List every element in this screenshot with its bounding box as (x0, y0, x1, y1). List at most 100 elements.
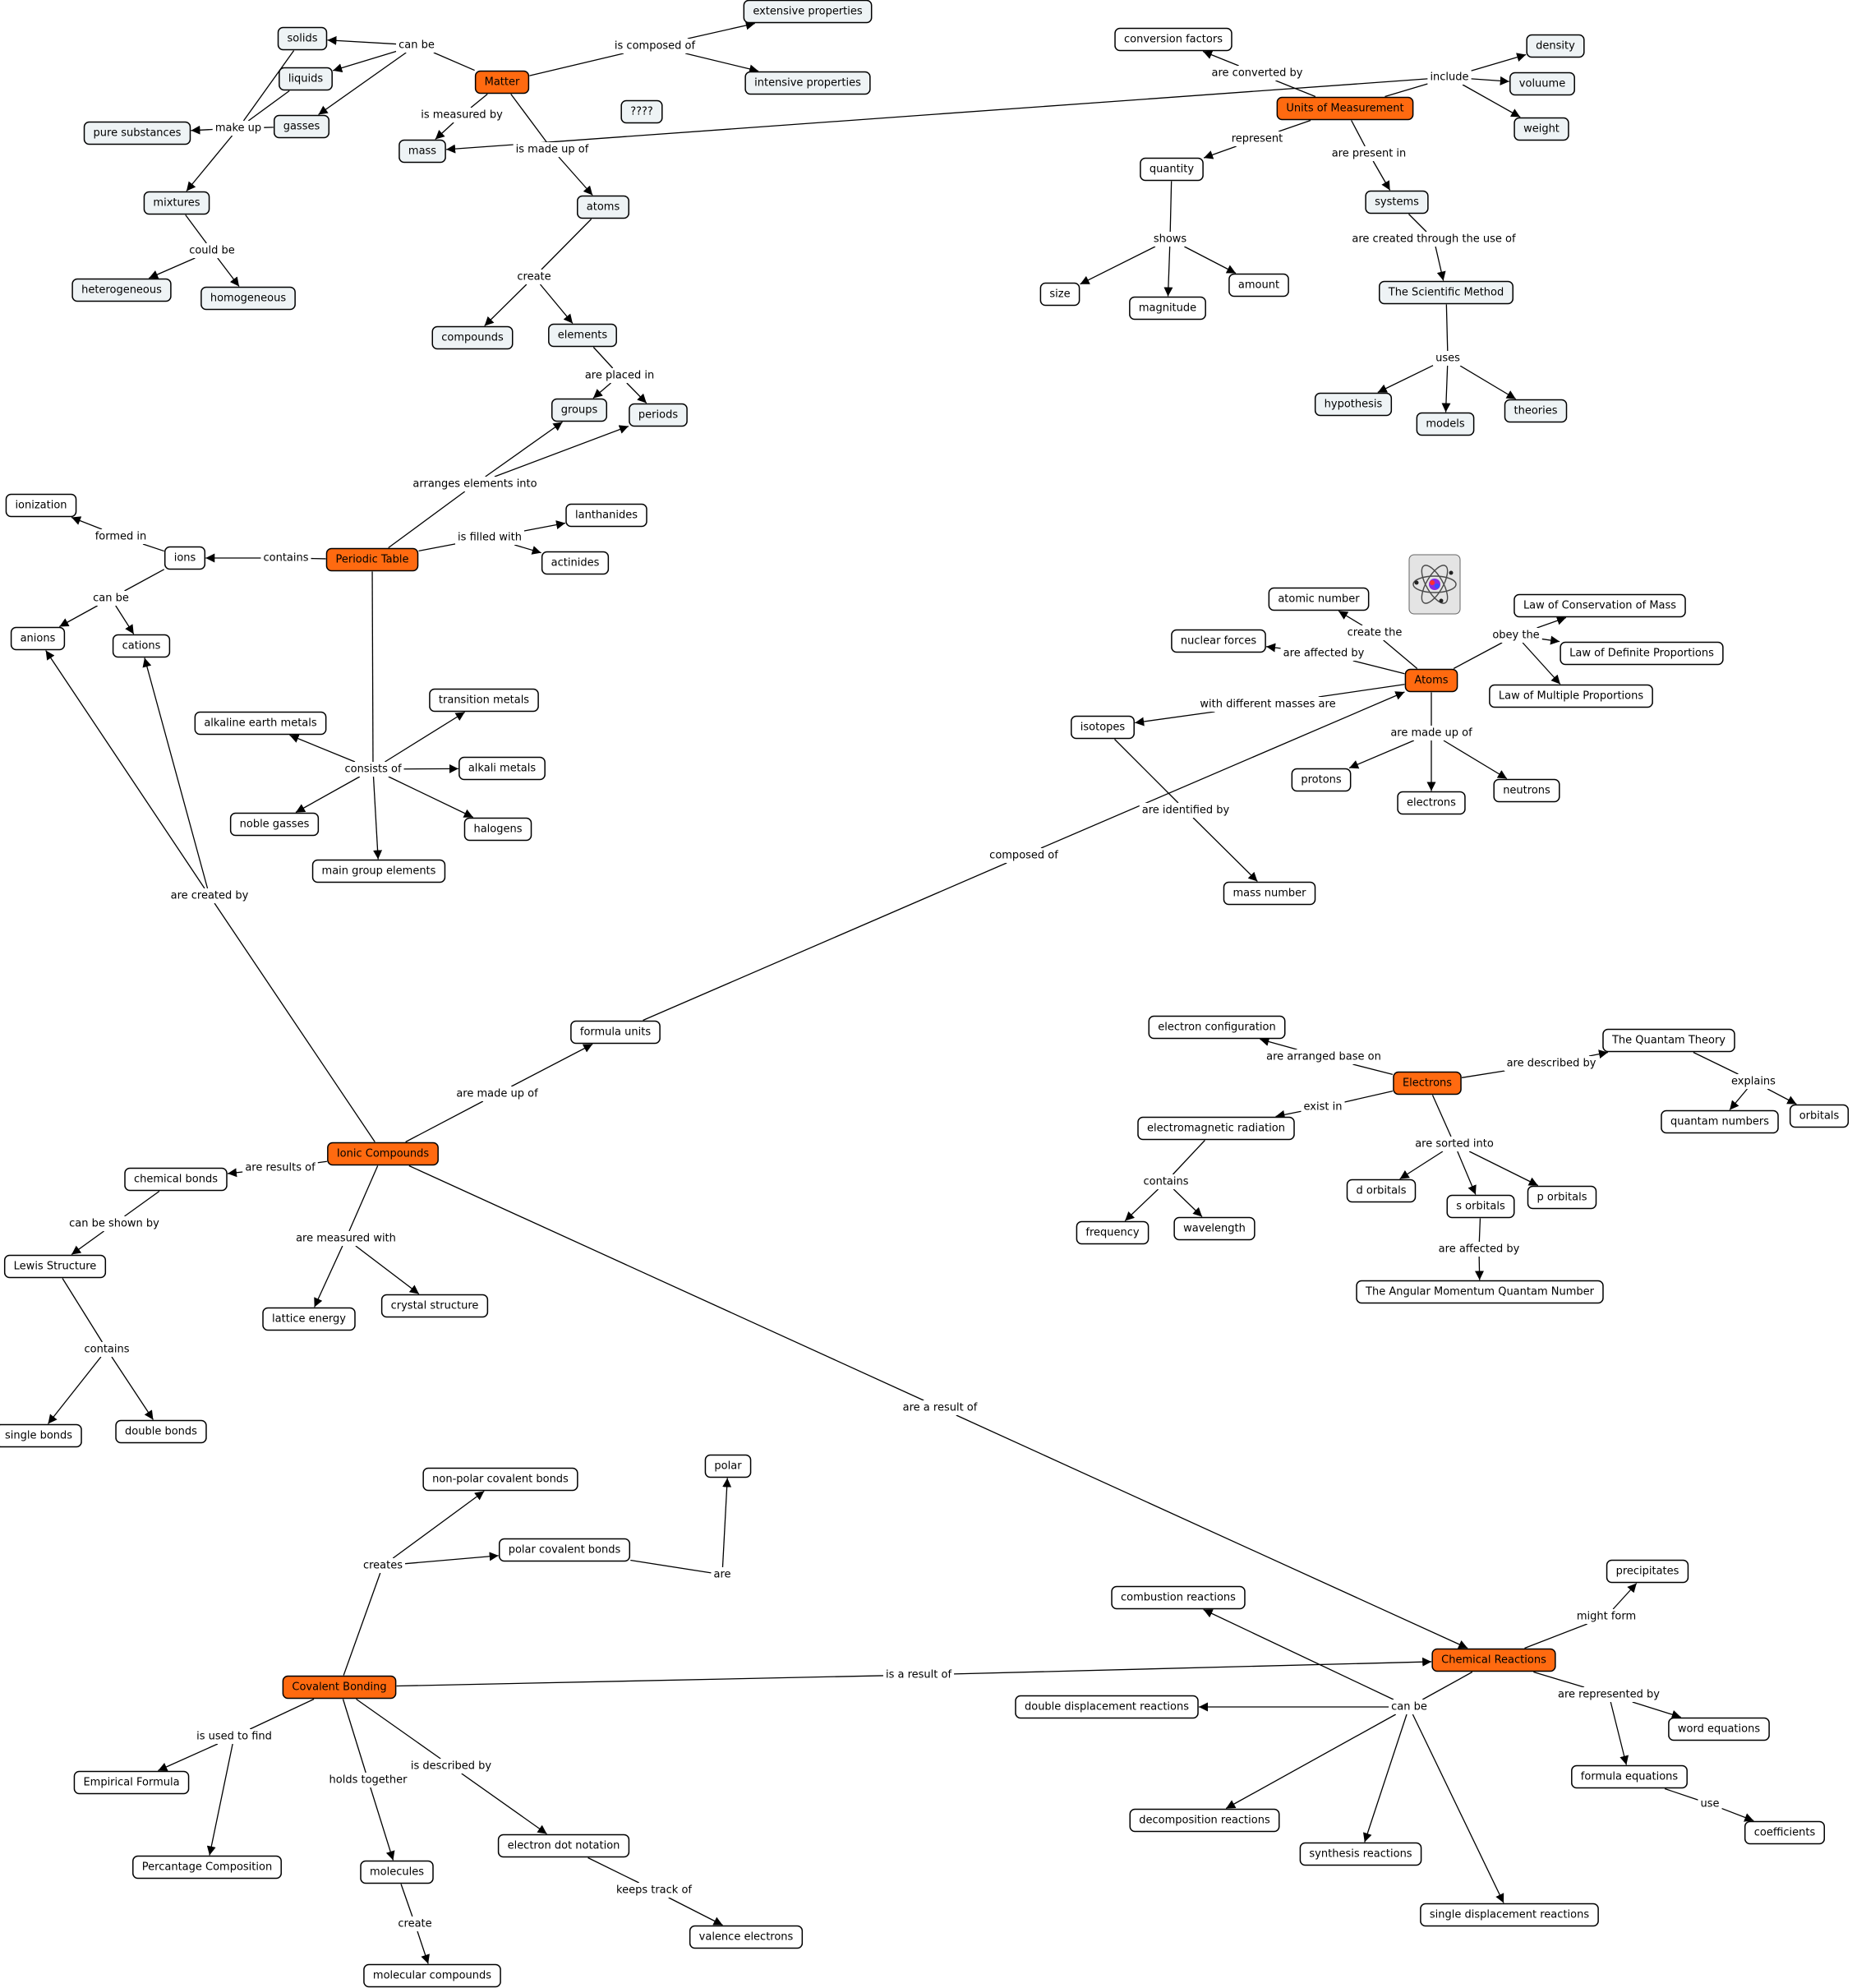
atom-image[interactable] (1408, 554, 1461, 615)
concept-atomicnum[interactable]: atomic number (1268, 587, 1370, 611)
concept-mixtures[interactable]: mixtures (143, 191, 210, 215)
concept-quantity[interactable]: quantity (1140, 157, 1204, 182)
connector-line (1135, 711, 1215, 726)
concept-atomsmain[interactable]: Atoms (1404, 668, 1458, 693)
concept-amount[interactable]: amount (1228, 273, 1289, 298)
concept-ionic[interactable]: Ionic Compounds (327, 1142, 439, 1166)
concept-magnitude[interactable]: magnitude (1129, 296, 1206, 321)
concept-qnumbers[interactable]: quantam numbers (1661, 1109, 1779, 1134)
concept-angular[interactable]: The Angular Momentum Quantam Number (1356, 1280, 1604, 1304)
concept-conv[interactable]: conversion factors (1114, 27, 1232, 52)
concept-electrons[interactable]: electrons (1397, 791, 1466, 815)
concept-periodic[interactable]: Periodic Table (325, 547, 419, 572)
concept-empirical[interactable]: Empirical Formula (73, 1770, 190, 1795)
concept-sorb[interactable]: s orbitals (1446, 1194, 1515, 1219)
concept-electronsmain[interactable]: Electrons (1393, 1071, 1462, 1095)
concept-percent[interactable]: Percantage Composition (132, 1855, 282, 1880)
concept-edot[interactable]: electron dot notation (497, 1833, 630, 1858)
concept-combustion[interactable]: combustion reactions (1111, 1585, 1246, 1610)
concept-periods[interactable]: periods (629, 403, 688, 427)
concept-size[interactable]: size (1039, 282, 1080, 307)
concept-theories[interactable]: theories (1504, 399, 1568, 423)
concept-emrad[interactable]: electromagnetic radiation (1137, 1116, 1295, 1141)
concept-weight[interactable]: weight (1514, 117, 1569, 141)
concept-lawmult[interactable]: Law of Multiple Proportions (1489, 684, 1653, 708)
concept-halogens[interactable]: halogens (463, 817, 532, 842)
concept-groups[interactable]: groups (551, 398, 608, 422)
concept-lawdef[interactable]: Law of Definite Proportions (1560, 641, 1724, 666)
concept-mass[interactable]: mass (399, 139, 446, 164)
concept-atoms[interactable]: atoms (577, 195, 629, 219)
concept-cations[interactable]: cations (112, 634, 171, 658)
concept-extensive[interactable]: extensive properties (743, 0, 873, 24)
concept-econfig[interactable]: electron configuration (1148, 1015, 1286, 1040)
concept-transition[interactable]: transition metals (429, 688, 539, 713)
concept-noble[interactable]: noble gasses (229, 812, 320, 837)
concept-neutrons[interactable]: neutrons (1493, 778, 1560, 803)
concept-porb[interactable]: p orbitals (1527, 1185, 1597, 1210)
concept-matter[interactable]: Matter (474, 70, 530, 95)
concept-lewis[interactable]: Lewis Structure (3, 1254, 107, 1279)
concept-density[interactable]: density (1526, 34, 1585, 58)
concept-wordeq[interactable]: word equations (1668, 1717, 1770, 1741)
concept-intensive[interactable]: intensive properties (744, 71, 871, 95)
concept-polarcov[interactable]: polar covalent bonds (498, 1538, 631, 1562)
concept-systems[interactable]: systems (1365, 190, 1429, 214)
concept-chemreact[interactable]: Chemical Reactions (1431, 1648, 1556, 1672)
concept-liquids[interactable]: liquids (279, 67, 333, 91)
concept-hypothesis[interactable]: hypothesis (1314, 392, 1393, 417)
link-label-obey: obey the (1492, 630, 1539, 642)
concept-ionization[interactable]: ionization (5, 493, 77, 518)
concept-chembonds[interactable]: chemical bonds (124, 1167, 228, 1192)
concept-single[interactable]: single bonds (0, 1423, 82, 1448)
concept-covalent[interactable]: Covalent Bonding (282, 1675, 397, 1700)
concept-orbitals[interactable]: orbitals (1789, 1104, 1850, 1128)
concept-alkearth[interactable]: alkaline earth metals (194, 711, 327, 736)
concept-nuclear[interactable]: nuclear forces (1171, 629, 1266, 653)
concept-valence[interactable]: valence electrons (689, 1925, 804, 1949)
concept-anions[interactable]: anions (10, 626, 66, 651)
concept-alkali[interactable]: alkali metals (458, 756, 546, 781)
concept-actinides[interactable]: actinides (541, 551, 610, 575)
concept-singledisp[interactable]: single displacement reactions (1420, 1903, 1599, 1927)
concept-homo[interactable]: homogeneous (200, 286, 296, 311)
concept-protons[interactable]: protons (1291, 768, 1352, 792)
concept-formeq[interactable]: formula equations (1571, 1764, 1688, 1789)
concept-models[interactable]: models (1416, 412, 1475, 436)
concept-voluume[interactable]: voluume (1509, 71, 1575, 96)
concept-gasses[interactable]: gasses (273, 114, 330, 139)
concept-synth[interactable]: synthesis reactions (1299, 1842, 1422, 1866)
concept-formulaunits[interactable]: formula units (570, 1020, 661, 1045)
concept-frequency[interactable]: frequency (1076, 1220, 1150, 1245)
concept-compounds[interactable]: compounds (431, 325, 514, 350)
concept-qmarks[interactable]: ???? (620, 99, 663, 124)
concept-lattice[interactable]: lattice energy (262, 1307, 356, 1331)
concept-nonpolar[interactable]: non-polar covalent bonds (422, 1467, 578, 1492)
link-label-identified: are identified by (1142, 805, 1230, 817)
concept-hetero[interactable]: heterogeneous (71, 278, 172, 302)
concept-units[interactable]: Units of Measurement (1276, 96, 1414, 121)
concept-molecules[interactable]: molecules (360, 1860, 434, 1884)
connector-line (1471, 76, 1509, 85)
concept-dorb[interactable]: d orbitals (1346, 1179, 1417, 1203)
concept-solids[interactable]: solids (277, 26, 328, 51)
concept-lanthanides[interactable]: lanthanides (565, 503, 647, 528)
concept-coeff[interactable]: coefficients (1744, 1820, 1826, 1845)
concept-double[interactable]: double bonds (115, 1419, 207, 1444)
concept-molcomp[interactable]: molecular compounds (363, 1963, 501, 1988)
concept-elements[interactable]: elements (548, 323, 617, 348)
concept-doubledisp[interactable]: double displacement reactions (1015, 1695, 1199, 1719)
concept-ions[interactable]: ions (164, 546, 206, 570)
concept-lawcons[interactable]: Law of Conservation of Mass (1514, 593, 1686, 618)
concept-scimethod[interactable]: The Scientific Method (1379, 280, 1514, 305)
concept-decomp[interactable]: decomposition reactions (1129, 1808, 1280, 1833)
concept-quantum[interactable]: The Quantam Theory (1602, 1028, 1735, 1053)
concept-maingroup[interactable]: main group elements (311, 859, 446, 883)
concept-polar[interactable]: polar (704, 1454, 752, 1478)
concept-wavelength[interactable]: wavelength (1173, 1216, 1256, 1241)
concept-crystal[interactable]: crystal structure (380, 1294, 489, 1318)
concept-precip[interactable]: precipitates (1606, 1559, 1689, 1584)
concept-pure[interactable]: pure substances (83, 121, 191, 145)
concept-massnum[interactable]: mass number (1223, 881, 1316, 906)
concept-isotopes[interactable]: isotopes (1071, 715, 1135, 740)
